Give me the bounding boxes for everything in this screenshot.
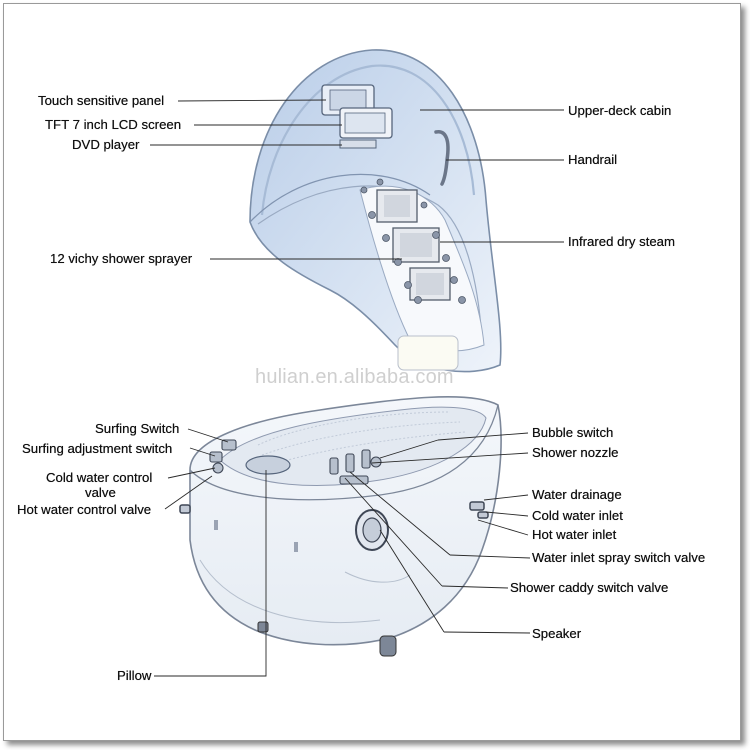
label-infrared-dry-steam: Infrared dry steam — [568, 234, 675, 249]
label-cold-water-inlet: Cold water inlet — [532, 508, 623, 523]
lower-tub — [190, 397, 501, 645]
label-handrail: Handrail — [568, 152, 617, 167]
label-cold-water-control-valve-line2: valve — [85, 485, 116, 500]
speaker — [356, 510, 388, 550]
label-speaker: Speaker — [532, 626, 581, 641]
label-cold-water-control-valve: Cold water control — [46, 470, 152, 485]
label-touch-sensitive-panel: Touch sensitive panel — [38, 93, 164, 108]
label-pillow: Pillow — [117, 668, 151, 683]
label-hot-water-control-valve: Hot water control valve — [17, 502, 151, 517]
tub-pillow — [246, 456, 290, 474]
label-surfing-adjustment-switch: Surfing adjustment switch — [22, 441, 172, 456]
label-water-inlet-spray-switch-valve: Water inlet spray switch valve — [532, 550, 705, 565]
label-surfing-switch: Surfing Switch — [95, 421, 179, 436]
label-water-drainage: Water drainage — [532, 487, 622, 502]
label-dvd-player: DVD player — [72, 137, 139, 152]
label-hot-water-inlet: Hot water inlet — [532, 527, 616, 542]
label-shower-caddy-switch-valve: Shower caddy switch valve — [510, 580, 668, 595]
label-upper-deck-cabin: Upper-deck cabin — [568, 103, 671, 118]
watermark-text: hulian.en.alibaba.com — [255, 366, 454, 389]
label-shower-nozzle: Shower nozzle — [532, 445, 619, 460]
label-vichy-shower-sprayer: 12 vichy shower sprayer — [50, 251, 192, 266]
label-lcd-screen: TFT 7 inch LCD screen — [45, 117, 181, 132]
upper-deck-cabin — [250, 50, 501, 372]
cabin-pillow — [398, 336, 458, 370]
label-bubble-switch: Bubble switch — [532, 425, 613, 440]
